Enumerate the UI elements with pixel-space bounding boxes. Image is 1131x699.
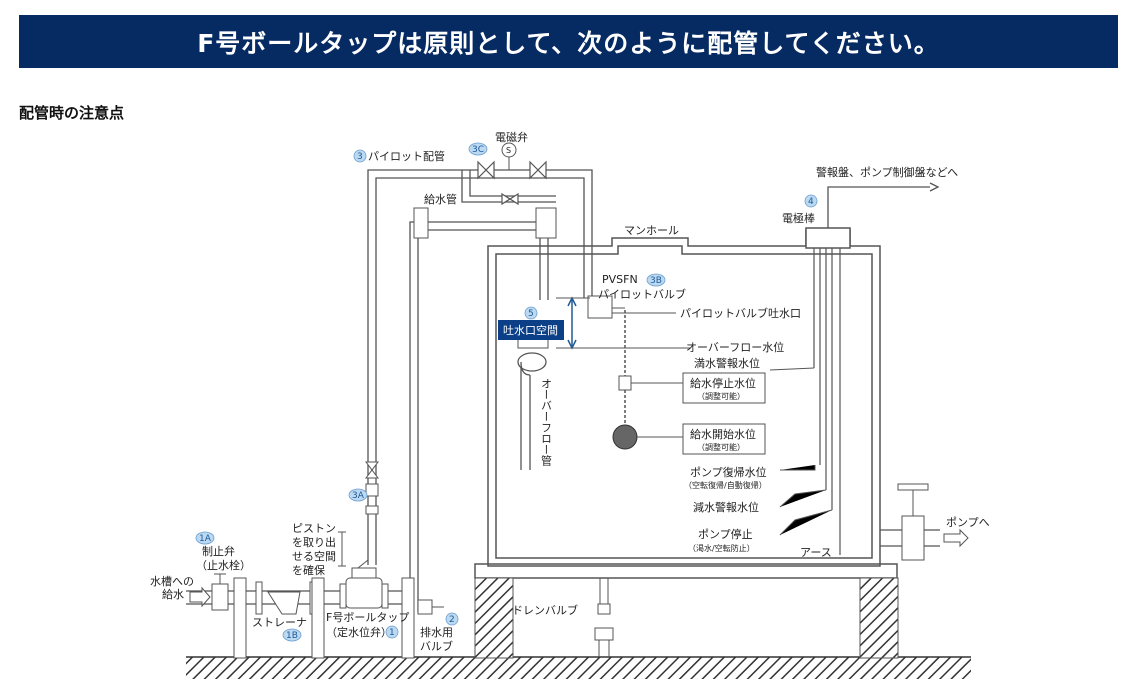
label-overflow-level: オーバーフロー水位 [686,340,784,354]
label-pilot-valve-outlet: パイロットバルブ吐水口 [680,306,801,320]
label-pump-stop-note: （渇水/空転防止） [688,543,755,553]
tank-foundation [474,563,898,579]
badge-3b: 3B [650,276,662,286]
label-overflow-pipe: オーバーフロー管 [540,378,553,467]
stop-valve-body [211,583,229,611]
badge-3: 3 [357,152,363,162]
stop-level-box [682,372,766,404]
label-alarm-panel: 警報盤、ポンプ制御盤などへ [816,165,958,179]
badge-5: 5 [528,309,534,319]
label-strainer: ストレーナ [252,616,307,629]
stop-level-weight [618,375,632,391]
badge-4: 4 [808,197,814,207]
ball-tap-body [339,567,389,609]
label-pilot-pipe: パイロット配管 [368,149,445,163]
label-supply-pipe: 給水管 [424,192,457,206]
label-ball-tap-1: F号ボールタップ [326,611,409,624]
label-pvsfn: PVSFN [602,273,638,286]
label-stop-valve-1: 制止弁 [202,544,235,558]
page-banner: F号ボールタップは原則として、次のように配管してください。 [19,15,1118,68]
overflow-pipe [517,352,547,470]
label-piston-4: を確保 [292,563,325,577]
label-pump-stop: ポンプ停止 [698,527,753,541]
label-stop-valve-2: （止水栓） [196,558,251,572]
label-water-supply-2: 給水 [162,587,184,601]
pilot-valves [477,160,547,206]
foundation-right-hatch [859,577,899,659]
drain-valve [594,578,614,657]
pilot-stop-valve [365,461,379,515]
section-title: 配管時の注意点 [19,104,125,122]
strainer-body [267,591,301,615]
label-low-alarm: 減水警報水位 [693,500,759,514]
label-piston-1: ピストン [292,522,336,535]
electrode-box [805,227,851,249]
label-solenoid-valve: 電磁弁 [495,130,528,144]
label-stop-level: 給水停止水位 [690,376,756,390]
label-pump-restore: ポンプ復帰水位 [690,465,767,479]
label-to-pump: ポンプへ [946,516,990,529]
label-ball-tap-2: （定水位弁） [326,625,392,639]
label-pilot-valve: パイロットバルブ [598,287,686,301]
label-drain-valve-2: バルブ [420,639,453,653]
label-piston-3: せる空間 [292,549,336,563]
start-level-box [682,423,766,455]
badge-3a: 3A [352,491,365,501]
label-full-alarm: 満水警報水位 [694,356,760,370]
badge-3c: 3C [472,145,484,155]
label-electrode: 電極棒 [782,211,815,225]
label-pump-restore-note: （空転復帰/自動復帰） [684,480,767,490]
ground-hatch [186,657,971,679]
badge-1a: 1A [199,534,212,544]
label-manhole: マンホール [624,224,679,237]
label-piston-2: を取り出 [292,535,336,549]
badge-1b: 1B [286,631,298,641]
outlet-gap-box [498,320,564,340]
label-drain-valve-1: 排水用 [420,625,453,639]
label-outlet-gap: 吐水口空間 [503,323,558,337]
label-start-level-note: （調整可能） [697,442,745,452]
badge-2: 2 [449,615,455,625]
label-earth: アース [800,546,832,559]
badge-1: 1 [389,628,395,638]
label-water-supply-1: 水槽への [150,575,194,588]
float-ball [612,424,638,450]
label-stop-level-note: （調整可能） [697,391,745,401]
drain-valve-2 [417,599,433,615]
banner-title: F号ボールタップは原則として、次のように配管してください。 [197,28,940,58]
label-drain-valve: ドレンバルブ [512,603,578,617]
pilot-valve-body [587,295,613,319]
supply-pipe [409,221,549,612]
solenoid-symbol-text: S [506,146,511,155]
foundation-left-hatch [474,577,514,659]
label-start-level: 給水開始水位 [690,427,756,441]
pilot-pipe [367,169,593,565]
